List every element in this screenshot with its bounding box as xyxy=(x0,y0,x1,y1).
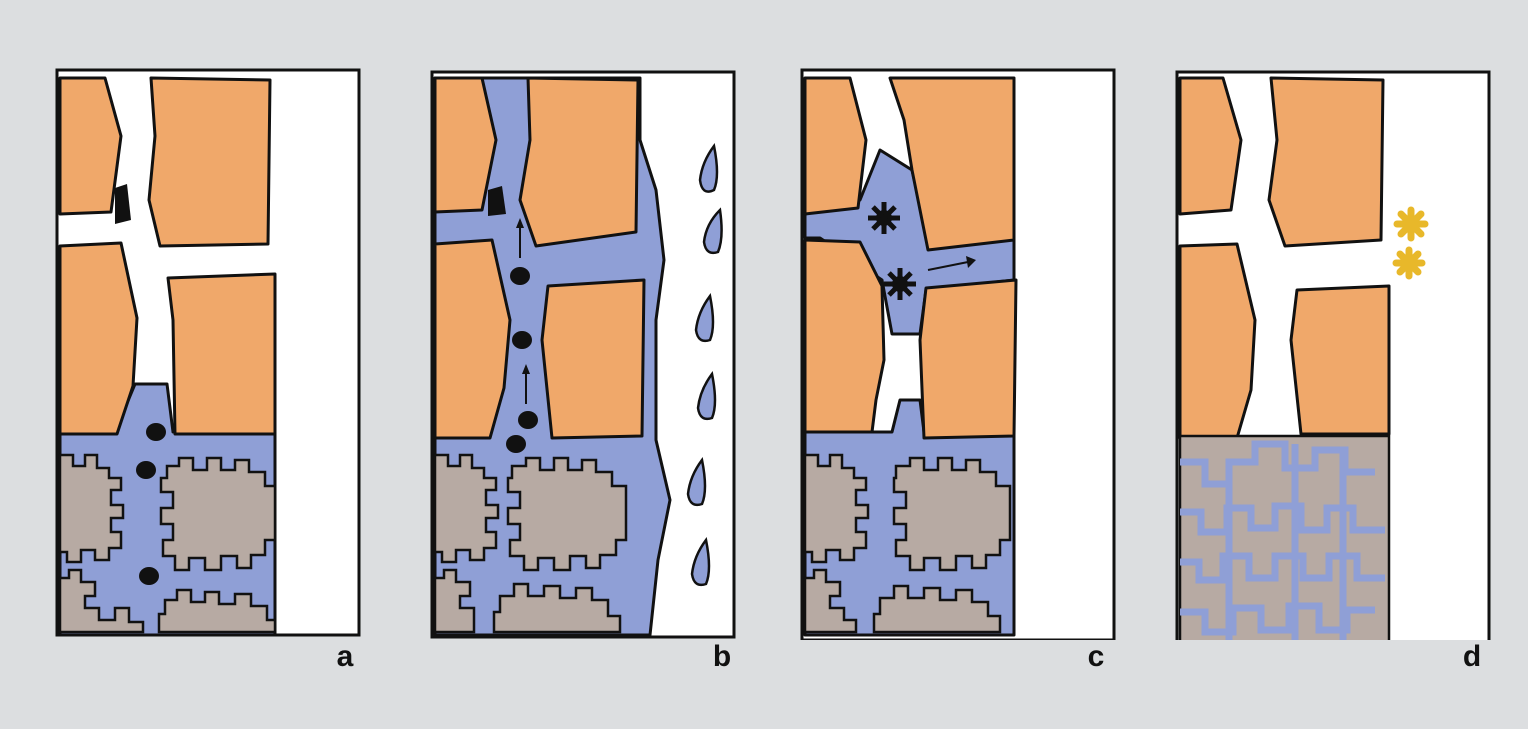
reaction-site xyxy=(884,268,916,300)
block xyxy=(1178,76,1243,216)
particle-block xyxy=(157,588,277,634)
efflorescence-crystal xyxy=(1392,246,1426,280)
particle-block xyxy=(58,453,125,564)
particle xyxy=(512,331,532,349)
panel-c xyxy=(800,68,1116,640)
water-channels xyxy=(1180,440,1385,640)
panel-label-b: b xyxy=(712,640,732,673)
block xyxy=(518,76,640,248)
panel-a xyxy=(55,68,361,637)
block xyxy=(166,272,277,436)
block xyxy=(1267,76,1385,248)
block xyxy=(1289,284,1391,436)
particle xyxy=(518,411,538,429)
particle-block xyxy=(159,456,277,572)
block xyxy=(803,76,868,216)
arrow xyxy=(927,261,969,271)
panel-label-a: a xyxy=(336,640,354,673)
arrowhead xyxy=(522,364,530,374)
arrowhead xyxy=(966,256,976,268)
block xyxy=(58,241,139,436)
particle xyxy=(115,184,131,224)
water-drops xyxy=(686,143,723,587)
block xyxy=(147,76,272,248)
arrowhead xyxy=(516,218,524,228)
particle xyxy=(136,461,156,479)
particle-block xyxy=(803,568,858,634)
particle-block xyxy=(872,584,1002,634)
panel-d xyxy=(1175,70,1491,640)
particle-block xyxy=(492,582,622,634)
particle-block xyxy=(803,453,870,564)
block xyxy=(433,238,512,440)
block xyxy=(918,278,1018,440)
particle xyxy=(139,567,159,585)
particle-block xyxy=(58,568,145,634)
block xyxy=(540,278,646,440)
particle-block xyxy=(892,456,1012,572)
reaction-site xyxy=(868,202,900,234)
panel-label-c: c xyxy=(1087,640,1105,673)
particle-block xyxy=(506,456,628,572)
block xyxy=(58,76,123,216)
particle xyxy=(146,423,166,441)
block xyxy=(803,238,886,434)
particle-block xyxy=(433,568,476,634)
block xyxy=(1178,242,1257,440)
particle xyxy=(510,267,530,285)
panel-label-d: d xyxy=(1462,640,1482,673)
particle xyxy=(506,435,526,453)
block xyxy=(888,76,1016,252)
block xyxy=(433,76,498,214)
particle xyxy=(488,186,506,216)
panel-b xyxy=(430,70,736,639)
efflorescence-crystal xyxy=(1393,206,1429,242)
particle-block xyxy=(433,453,500,564)
